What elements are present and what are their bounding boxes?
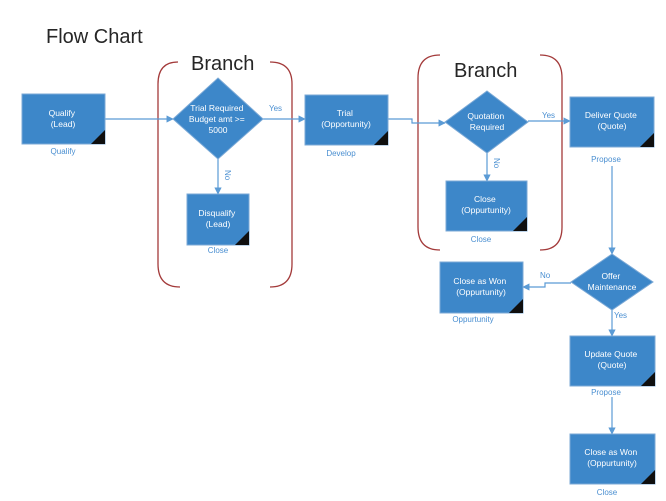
edge-label-trial-no: No bbox=[223, 170, 232, 181]
chart-title: Flow Chart bbox=[46, 26, 143, 48]
node-close-as-won-1-corner bbox=[509, 299, 523, 313]
node-close-as-won-2-box bbox=[569, 433, 656, 485]
node-quotation-required: Quotation Required bbox=[444, 90, 529, 154]
node-offer-maintenance-shape bbox=[570, 253, 654, 311]
node-disqualify-box bbox=[186, 193, 250, 246]
node-quotation-required-shape bbox=[444, 90, 529, 154]
node-deliver-quote-corner bbox=[640, 133, 654, 147]
node-disqualify-stage: Close bbox=[208, 246, 229, 255]
node-qualify: Qualify (Lead) Qualify bbox=[21, 93, 106, 156]
node-close-oppurtunity-corner bbox=[513, 217, 527, 231]
node-trial-required-label: Trial Required Budget amt >= 5000 bbox=[189, 103, 247, 135]
node-close-as-won-1-stage: Oppurtunity bbox=[452, 315, 493, 324]
branch-group-1: Branch bbox=[157, 53, 293, 288]
edge-label-quote-no: No bbox=[492, 158, 501, 169]
node-deliver-quote-box bbox=[569, 96, 655, 148]
edge-trial-to-quotation bbox=[388, 118, 446, 127]
node-deliver-quote: Deliver Quote (Quote) Propose bbox=[569, 96, 655, 164]
edge-label-offer-no: No bbox=[540, 271, 551, 280]
node-update-quote: Update Quote (Quote) Propose bbox=[569, 335, 656, 397]
node-disqualify-label: Disqualify (Lead) bbox=[198, 208, 237, 229]
branch-bracket-2-left bbox=[417, 54, 441, 251]
node-close-oppurtunity-box bbox=[445, 180, 528, 232]
branch-bracket-1-right bbox=[269, 61, 293, 288]
node-close-oppurtunity: Close (Oppurtunity) Close bbox=[445, 180, 528, 244]
node-update-quote-box bbox=[569, 335, 656, 387]
node-close-as-won-2: Close as Won (Oppurtunity) Close bbox=[569, 433, 656, 497]
node-trial-box bbox=[304, 94, 389, 146]
node-close-as-won-1-box bbox=[439, 261, 524, 314]
node-close-as-won-2-corner bbox=[641, 470, 655, 484]
node-trial-stage: Develop bbox=[326, 149, 356, 158]
node-close-oppurtunity-label: Close (Oppurtunity) bbox=[461, 194, 511, 215]
node-update-quote-label: Update Quote (Quote) bbox=[584, 349, 639, 370]
node-close-as-won-1-label: Close as Won (Oppurtunity) bbox=[453, 276, 508, 297]
branch-label-2: Branch bbox=[454, 60, 517, 82]
node-qualify-label: Qualify (Lead) bbox=[49, 108, 78, 129]
node-quotation-required-label: Quotation Required bbox=[467, 111, 506, 132]
node-qualify-stage: Qualify bbox=[51, 147, 76, 156]
branch-bracket-2-right bbox=[539, 54, 563, 251]
node-trial: Trial (Opportunity) Develop bbox=[304, 94, 389, 158]
edge-label-trial-yes: Yes bbox=[269, 104, 282, 113]
node-qualify-corner bbox=[91, 130, 105, 144]
node-trial-required: Trial Required Budget amt >= 5000 bbox=[172, 77, 264, 160]
node-disqualify: Disqualify (Lead) Close bbox=[186, 193, 250, 255]
branch-bracket-1-left bbox=[157, 61, 181, 288]
edge-label-quote-yes: Yes bbox=[542, 111, 555, 120]
node-close-as-won-2-label: Close as Won (Oppurtunity) bbox=[584, 447, 639, 468]
edges bbox=[105, 115, 616, 435]
branch-label-1: Branch bbox=[191, 53, 254, 75]
node-disqualify-corner bbox=[235, 231, 249, 245]
node-offer-maintenance-label: Offer Maintenance bbox=[588, 271, 637, 292]
node-close-oppurtunity-stage: Close bbox=[471, 235, 492, 244]
node-update-quote-stage: Propose bbox=[591, 388, 621, 397]
node-deliver-quote-stage: Propose bbox=[591, 155, 621, 164]
node-trial-label: Trial (Opportunity) bbox=[321, 108, 371, 129]
node-close-as-won-1: Close as Won (Oppurtunity) Oppurtunity bbox=[439, 261, 524, 324]
node-close-as-won-2-stage: Close bbox=[597, 488, 618, 497]
node-trial-required-shape bbox=[172, 77, 264, 160]
node-offer-maintenance: Offer Maintenance bbox=[570, 253, 654, 311]
node-deliver-quote-label: Deliver Quote (Quote) bbox=[585, 110, 639, 131]
edge-offer-to-close-won-1 bbox=[522, 282, 571, 291]
branch-group-2: Branch bbox=[417, 54, 563, 251]
node-trial-corner bbox=[374, 131, 388, 145]
node-update-quote-corner bbox=[641, 372, 655, 386]
node-qualify-box bbox=[21, 93, 106, 145]
edge-label-offer-yes: Yes bbox=[614, 311, 627, 320]
